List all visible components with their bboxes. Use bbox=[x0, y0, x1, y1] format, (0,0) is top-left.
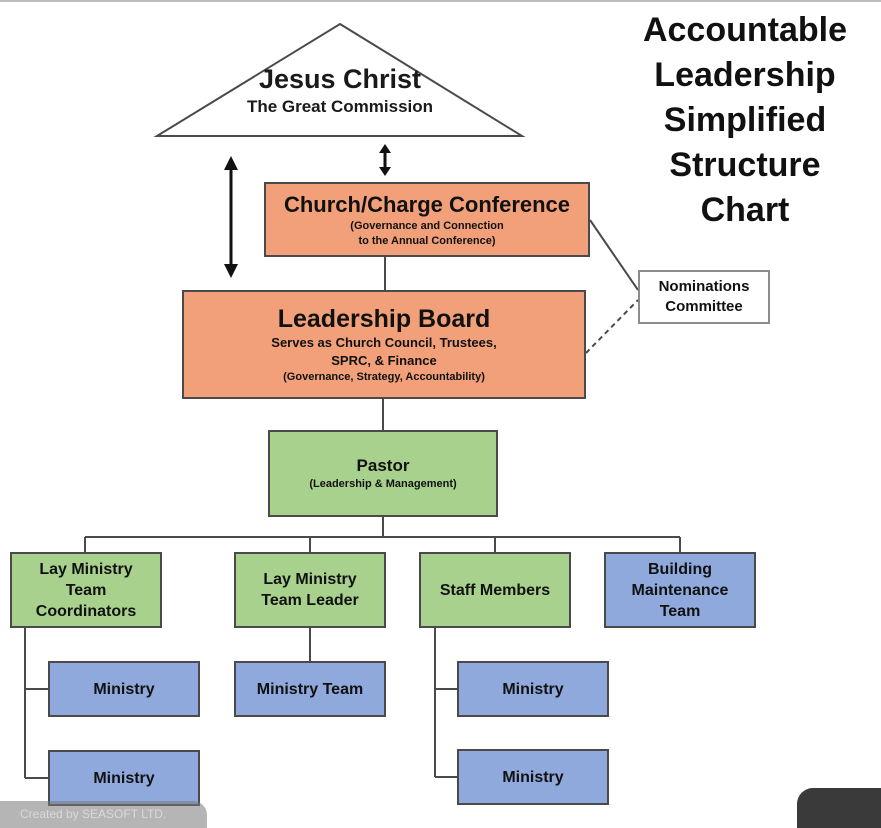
apex-subtitle: The Great Commission bbox=[246, 97, 434, 116]
team-leader-box: Lay Ministry Team Leader bbox=[234, 552, 386, 628]
board-nominations-dashed bbox=[585, 299, 639, 354]
staff-ministry-1: Ministry bbox=[457, 661, 609, 717]
staff-ministry-2: Ministry bbox=[457, 749, 609, 805]
top-border bbox=[0, 0, 881, 2]
apex-label: Jesus Christ The Great Commission bbox=[160, 62, 520, 118]
conference-title: Church/Charge Conference bbox=[283, 191, 571, 217]
coordinators-box: Lay Ministry Team Coordinators bbox=[10, 552, 162, 628]
chart-title: Accountable Leadership Simplified Struct… bbox=[642, 11, 848, 229]
coord-ministry-2: Ministry bbox=[48, 750, 200, 806]
ministry-team-box: Ministry Team bbox=[234, 661, 386, 717]
conference-box: Church/Charge Conference (Governance and… bbox=[264, 182, 590, 257]
board-title: Leadership Board bbox=[277, 305, 491, 333]
corner-button[interactable] bbox=[797, 788, 881, 828]
conf-nominations-link bbox=[589, 219, 639, 291]
building-maintenance-box: Building Maintenance Team bbox=[604, 552, 756, 628]
coord-ministry-1: Ministry bbox=[48, 661, 200, 717]
apex-title: Jesus Christ bbox=[258, 64, 422, 94]
double-arrow-short bbox=[379, 144, 391, 176]
apex-triangle bbox=[153, 22, 526, 137]
staff-members-box: Staff Members bbox=[419, 552, 571, 628]
pastor-box: Pastor (Leadership & Management) bbox=[268, 430, 498, 517]
nominations-box: Nominations Committee bbox=[638, 270, 770, 324]
double-arrow-long bbox=[224, 156, 238, 278]
watermark: Created by SEASOFT LTD. bbox=[0, 801, 207, 828]
pastor-title: Pastor bbox=[356, 456, 410, 475]
leadership-board-box: Leadership Board Serves as Church Counci… bbox=[182, 290, 586, 399]
